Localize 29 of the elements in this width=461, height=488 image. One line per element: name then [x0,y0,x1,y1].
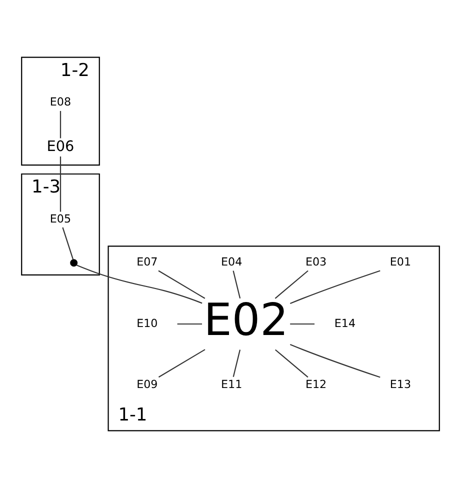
node-text: E10 [136,316,158,330]
connector [158,349,206,378]
connector [290,344,380,378]
connector [62,227,74,260]
node-text: E08 [50,96,72,109]
node-text: E06 [46,139,74,156]
connector [60,110,62,138]
node-text: E09 [136,378,158,391]
node-text: E07 [136,256,158,269]
connector [158,270,206,299]
node-text: E02 [204,295,288,346]
connector [232,270,241,299]
node-text: E01 [390,256,412,269]
node-text: E11 [221,378,242,391]
node-text: E14 [334,316,356,330]
connector [274,270,308,299]
connector [177,323,202,325]
node-text: E13 [390,378,412,391]
node-circle [70,259,78,267]
node-text: E05 [50,212,72,226]
connector [274,349,308,378]
connector [290,323,315,325]
connector [232,350,241,378]
node-text: E12 [305,378,327,391]
connector [76,264,202,304]
connector [290,270,380,304]
node-text: E03 [305,256,327,269]
connector [60,156,62,212]
node-text: E04 [221,256,242,269]
